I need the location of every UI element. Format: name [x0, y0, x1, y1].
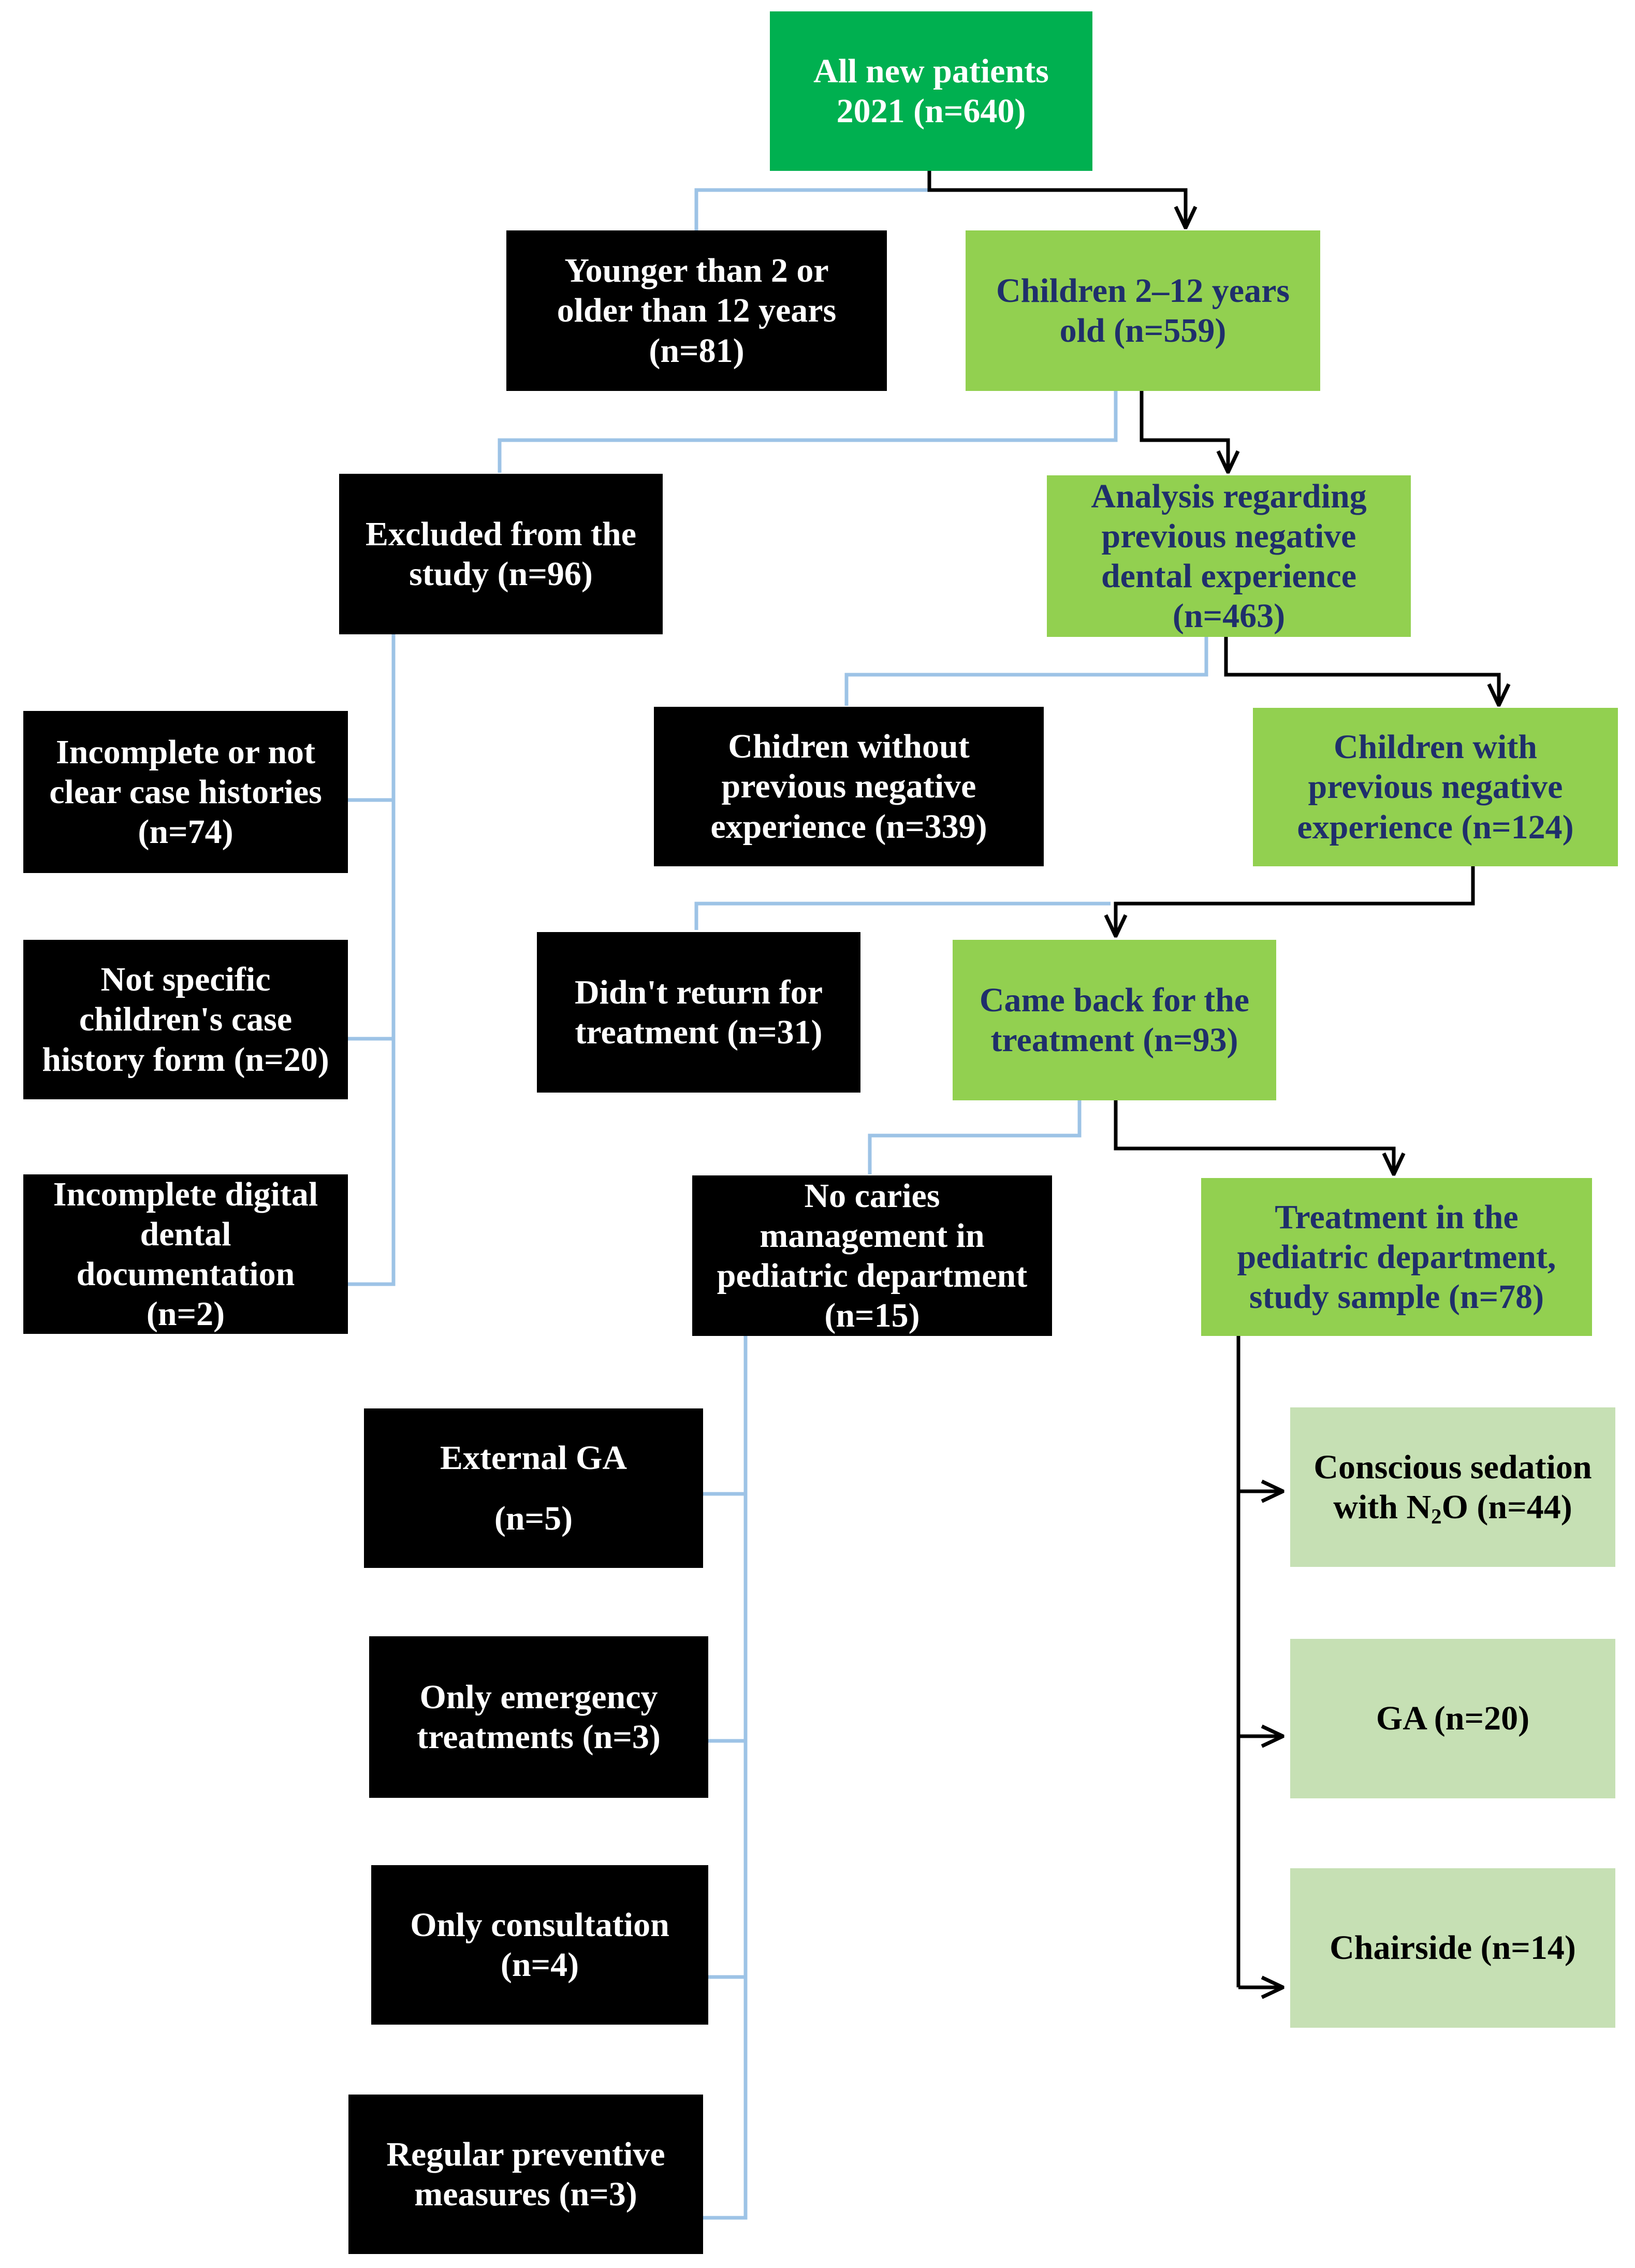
- connector-no-caries-spine: [703, 1336, 748, 2220]
- node-only-consultation: Only consultation (n=4): [371, 1865, 708, 2025]
- node-line: older than 12 years: [557, 292, 837, 330]
- node-chairside: Chairside (n=14): [1290, 1868, 1615, 2028]
- node-no-caries: No caries management in pediatric depart…: [692, 1175, 1052, 1336]
- node-came-back: Came back for the treatment (n=93): [953, 940, 1276, 1100]
- node-line: (n=2): [146, 1295, 225, 1333]
- node-line: Conscious sedation: [1313, 1448, 1592, 1486]
- node-analysis: Analysis regarding previous negative den…: [1047, 475, 1411, 637]
- node-line: All new patients: [813, 52, 1049, 90]
- node-line: children's case: [79, 1000, 293, 1039]
- node-with-negative: Children with previous negative experien…: [1253, 708, 1618, 866]
- node-line: (n=81): [649, 331, 744, 370]
- node-line: Treatment in the: [1275, 1198, 1519, 1236]
- node-line: External GA: [440, 1438, 627, 1477]
- connector-excluded-spine: [348, 634, 396, 1286]
- node-line: (n=15): [824, 1297, 920, 1335]
- node-line: experience (n=124): [1297, 808, 1574, 846]
- node-excluded: Excluded from the study (n=96): [339, 474, 663, 634]
- connector-analysis-to-without: [844, 637, 1208, 706]
- node-line: GA (n=20): [1376, 1699, 1530, 1738]
- node-line: Regular preventive: [386, 2135, 665, 2173]
- node-line: previous negative: [721, 767, 976, 806]
- arrow-with-to-came-back: [1116, 866, 1475, 936]
- node-line: pediatric department: [717, 1257, 1028, 1295]
- node-all-new-patients: All new patients 2021 (n=640): [770, 11, 1092, 171]
- node-line: pediatric department,: [1237, 1238, 1556, 1276]
- node-line: Came back for the: [979, 981, 1250, 1019]
- node-line: Only emergency: [419, 1678, 658, 1716]
- node-children-2-12: Children 2–12 years old (n=559): [966, 230, 1320, 391]
- node-line: study (n=96): [409, 555, 593, 593]
- node-line: Analysis regarding: [1091, 477, 1367, 515]
- node-without-negative: Chidren without previous negative experi…: [654, 707, 1044, 866]
- node-line: Not specific: [100, 961, 271, 999]
- node-line: 2021 (n=640): [836, 92, 1026, 130]
- node-text: with N: [1333, 1488, 1432, 1526]
- arrow-came-back-to-treatment: [1114, 1100, 1394, 1174]
- node-line: Chairside (n=14): [1330, 1929, 1576, 1967]
- node-line: (n=463): [1172, 597, 1286, 635]
- arrow-children-to-analysis: [1140, 391, 1228, 472]
- node-treatment-pediatric: Treatment in the pediatric department, s…: [1201, 1178, 1592, 1336]
- node-line: (n=5): [494, 1500, 573, 1537]
- connector-came-back-to-no-caries: [868, 1100, 1082, 1174]
- node-line: study sample (n=78): [1249, 1278, 1544, 1316]
- node-line-with-subscript: with N2O (n=44): [1333, 1487, 1572, 1527]
- node-line: clear case histories: [49, 773, 322, 811]
- node-line: management in: [760, 1216, 985, 1255]
- connector-children-to-excluded: [498, 391, 1118, 473]
- node-line: Children with: [1333, 728, 1538, 766]
- node-line: (n=74): [138, 813, 233, 851]
- node-conscious-sedation: Conscious sedation with N2O (n=44): [1290, 1407, 1615, 1567]
- node-didnt-return: Didn't return for treatment (n=31): [537, 932, 860, 1093]
- node-line: Chidren without: [728, 728, 970, 766]
- node-line: documentation: [76, 1255, 295, 1293]
- connector-all-to-younger: [694, 188, 929, 230]
- node-line: dental: [140, 1215, 231, 1253]
- connector-with-to-didnt-return: [694, 902, 1111, 930]
- node-line: Didn't return for: [574, 973, 823, 1011]
- node-line: Incomplete or not: [55, 733, 316, 771]
- subscript-2: 2: [1431, 1505, 1442, 1529]
- node-ga: GA (n=20): [1290, 1639, 1615, 1798]
- node-line: treatment (n=93): [990, 1021, 1238, 1059]
- node-line: Younger than 2 or: [564, 252, 829, 290]
- node-incomplete-case-histories: Incomplete or not clear case histories (…: [23, 711, 348, 873]
- node-external-ga: External GA (n=5): [364, 1408, 703, 1568]
- node-line: previous negative: [1101, 517, 1356, 555]
- arrow-analysis-to-with: [1224, 637, 1499, 705]
- node-line: experience (n=339): [710, 807, 987, 846]
- node-line: Excluded from the: [365, 515, 637, 553]
- node-line: treatments (n=3): [417, 1718, 661, 1756]
- node-line: previous negative: [1308, 768, 1563, 806]
- node-only-emergency: Only emergency treatments (n=3): [369, 1636, 708, 1798]
- node-line: old (n=559): [1059, 312, 1227, 350]
- node-line: history form (n=20): [42, 1040, 329, 1079]
- node-regular-preventive: Regular preventive measures (n=3): [348, 2095, 703, 2254]
- node-line: Children 2–12 years: [996, 271, 1290, 310]
- node-line: measures (n=3): [414, 2175, 637, 2213]
- node-not-specific: Not specific children's case history for…: [23, 940, 348, 1099]
- node-line: Incomplete digital: [53, 1175, 318, 1213]
- node-younger-older: Younger than 2 or older than 12 years (n…: [506, 230, 887, 391]
- exclusion-connectors: [348, 188, 1208, 2220]
- node-incomplete-digital: Incomplete digital dental documentation …: [23, 1174, 348, 1334]
- node-line: (n=4): [500, 1946, 579, 1984]
- node-line: Only consultation: [410, 1906, 669, 1944]
- node-line: No caries: [804, 1176, 940, 1215]
- node-text: O (n=44): [1441, 1488, 1572, 1526]
- node-line: treatment (n=31): [575, 1013, 823, 1051]
- arrow-all-to-children: [927, 171, 1186, 228]
- inclusion-connectors: [927, 171, 1499, 1987]
- node-line: dental experience: [1101, 557, 1357, 595]
